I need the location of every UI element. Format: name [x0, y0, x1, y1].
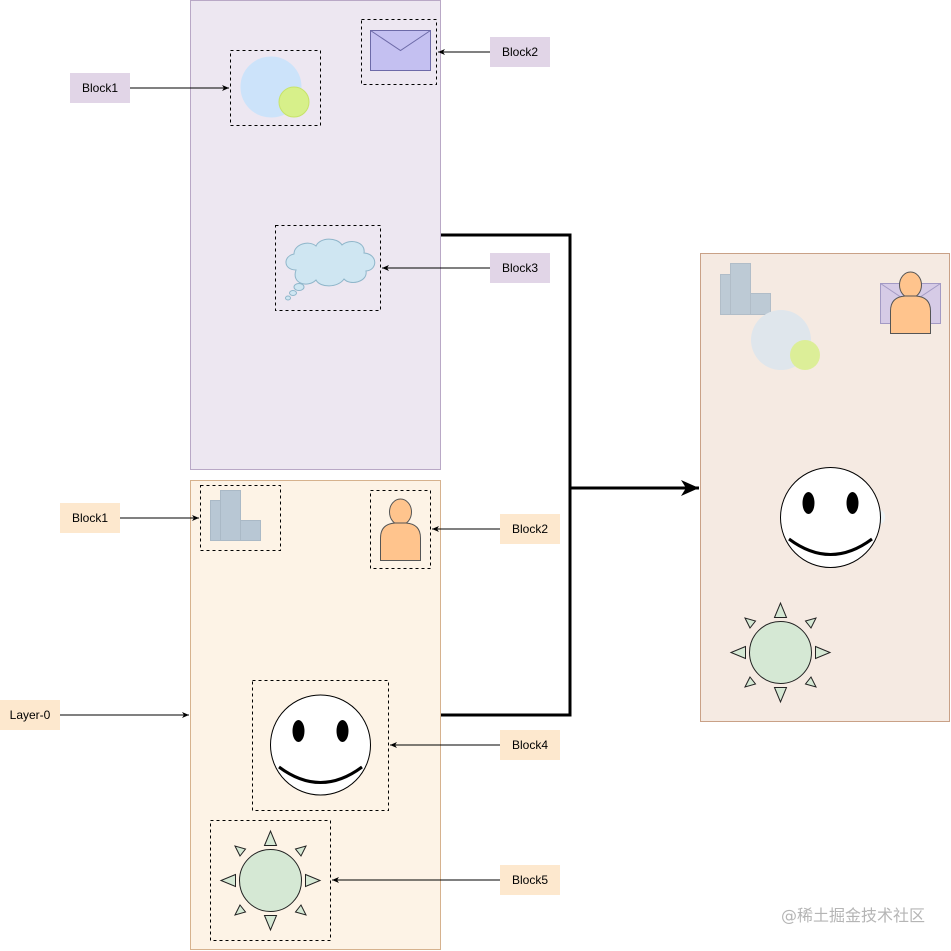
lower-label-block1: Block1 — [60, 503, 120, 533]
lower-label-block4: Block4 — [500, 730, 560, 760]
upper-layer-panel — [190, 0, 441, 470]
smiley-icon — [270, 694, 371, 796]
lower-label-block2: Block2 — [500, 514, 560, 544]
result-sun-icon — [729, 601, 832, 704]
building-icon — [210, 490, 261, 541]
result-circles-icon — [751, 310, 820, 370]
lower-block2-box — [370, 490, 431, 569]
svg-text:Block2: Block2 — [512, 522, 548, 536]
envelope-icon — [370, 30, 431, 71]
upper-block3-box — [275, 225, 381, 311]
upper-block1-box — [230, 50, 321, 126]
result-smiley-icon — [780, 467, 885, 568]
lower-label-layer: Layer-0 — [0, 700, 60, 730]
result-envelope-person-icon — [880, 271, 941, 334]
lower-block4-box — [252, 680, 389, 811]
svg-text:Block2: Block2 — [502, 45, 538, 59]
svg-text:Block3: Block3 — [502, 261, 538, 275]
svg-text:Block5: Block5 — [512, 873, 548, 887]
svg-text:Block4: Block4 — [512, 738, 548, 752]
upper-label-block2: Block2 — [490, 37, 550, 67]
upper-label-block1: Block1 — [70, 73, 130, 103]
lower-block5-box — [210, 820, 331, 941]
watermark: @稀土掘金技术社区 — [781, 906, 925, 925]
circles-icon — [240, 56, 310, 118]
result-building-icon — [720, 263, 771, 315]
person-icon — [380, 498, 421, 561]
upper-block2-box — [361, 19, 437, 85]
svg-text:Layer-0: Layer-0 — [10, 708, 51, 722]
upper-label-block3: Block3 — [490, 253, 550, 283]
cloud-icon — [285, 238, 376, 301]
lower-label-block5: Block5 — [500, 865, 560, 895]
sun-icon — [219, 829, 322, 932]
merge-connector — [441, 233, 572, 717]
svg-text:Block1: Block1 — [82, 81, 118, 95]
svg-text:Block1: Block1 — [72, 511, 108, 525]
